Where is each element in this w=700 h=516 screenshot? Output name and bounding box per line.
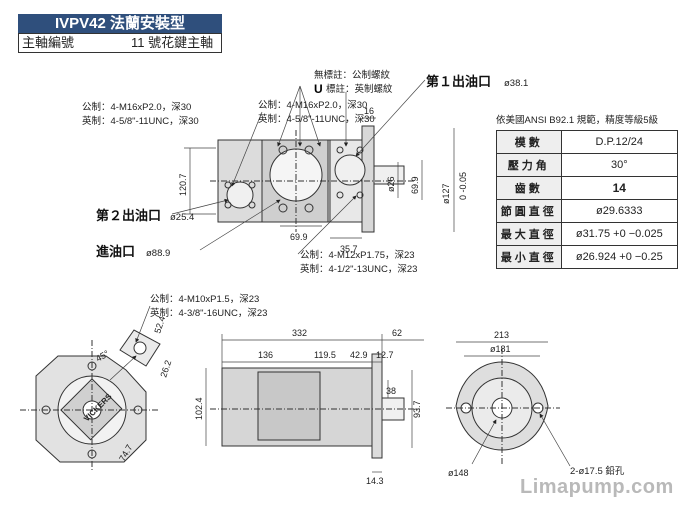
left-end-view xyxy=(20,329,161,470)
dim-69-9-b: 69.9 xyxy=(410,176,420,194)
side-view-dimlines xyxy=(205,334,424,473)
mount-flange xyxy=(361,125,375,233)
dim-148: ø148 xyxy=(448,468,469,478)
shaft-key: 主軸編號 xyxy=(22,35,75,50)
dim-35-7: 35.7 xyxy=(340,244,358,254)
outlet1-label: 第１出油口 xyxy=(426,74,491,89)
front-view-dimlines xyxy=(456,341,571,467)
note-mid-imperial: 英制：4-1/2"-13UNC，深23 xyxy=(300,263,417,275)
shaft-info-box: 主軸編號 11 號花鍵主軸 xyxy=(18,33,222,53)
dim-119-5: 119.5 xyxy=(314,350,336,360)
table-row: 模數 D.P.12/24 xyxy=(496,130,679,154)
dim-42-9: 42.9 xyxy=(350,350,368,360)
note-mid-metric: 公制：4-M12xP1.75，深23 xyxy=(300,249,415,261)
spec-value: D.P.12/24 xyxy=(560,130,679,154)
side-flange xyxy=(371,353,383,459)
spec-key: 齒數 xyxy=(496,176,562,200)
u-mark: U xyxy=(314,82,323,96)
page-title: IVPV42 法蘭安裝型 xyxy=(18,14,222,33)
dim-69-9-a: 69.9 xyxy=(290,232,308,242)
spec-key: 最大直徑 xyxy=(496,222,562,246)
table-row: 最小直徑 ø26.924 +0 −0.25 xyxy=(496,245,679,269)
dim-213: 213 xyxy=(494,330,509,340)
table-row: 齒數 14 xyxy=(496,176,679,200)
outlet2-port xyxy=(226,181,254,209)
dim-38: 38 xyxy=(386,386,396,396)
front-view xyxy=(446,348,560,466)
outlet1-dia: ø38.1 xyxy=(504,78,528,89)
spec-key: 壓力角 xyxy=(496,153,562,177)
spec-key: 最小直徑 xyxy=(496,245,562,269)
watermark: Limapump.com xyxy=(520,476,674,498)
dim-127: ø127 xyxy=(441,183,451,204)
shaft-value: 11 號花鍵主軸 xyxy=(131,35,214,50)
outlet2-label: 第２出油口 xyxy=(96,208,161,223)
top-view xyxy=(210,125,415,233)
dim-62: 62 xyxy=(392,328,402,338)
dim-332: 332 xyxy=(292,328,307,338)
dim-120-7: 120.7 xyxy=(178,173,188,196)
dim-102-4: 102.4 xyxy=(194,397,204,420)
spec-title: 依美國ANSI B92.1 規範，精度等級5級 xyxy=(496,115,659,126)
note-holes: 2-ø17.5 鉛孔 xyxy=(570,465,625,477)
note-left-metric: 公制：4-M10xP1.5，深23 xyxy=(150,293,259,305)
left-view-leaders xyxy=(109,305,151,381)
dim-127-tol: 0 -0.05 xyxy=(458,172,468,200)
spec-value: ø26.924 +0 −0.25 xyxy=(560,245,679,269)
table-row: 節圓直徑 ø29.6333 xyxy=(496,199,679,223)
note-top-imperial-left: 英制：4-5/8"-11UNC，深30 xyxy=(82,115,199,127)
dim-12-7: 12.7 xyxy=(376,350,394,360)
note-unmarked: 無標註：公制螺紋 xyxy=(314,69,391,81)
dim-136: 136 xyxy=(258,350,273,360)
side-inlet xyxy=(257,371,321,441)
spline-spec-table: 模數 D.P.12/24 壓力角 30° 齒數 14 節圓直徑 ø29.6333… xyxy=(496,130,679,269)
dim-93-7: 93.7 xyxy=(412,400,422,418)
shaft-top xyxy=(373,165,405,185)
dim-16: 16 xyxy=(364,106,374,116)
note-top-imperial: 英制：4-5/8"-11UNC，深30 xyxy=(258,113,375,125)
spec-value: ø31.75 +0 −0.025 xyxy=(560,222,679,246)
dim-26: ø26 xyxy=(386,176,396,192)
spec-key: 節圓直徑 xyxy=(496,199,562,223)
note-top-metric: 公制：4-M16xP2.0，深30 xyxy=(258,99,367,111)
inlet-label: 進油口 xyxy=(96,244,135,259)
spec-key: 模數 xyxy=(496,130,562,154)
outlet1-port xyxy=(334,154,366,186)
dim-14-3: 14.3 xyxy=(366,476,384,486)
spec-value: ø29.6333 xyxy=(560,199,679,223)
side-shaft xyxy=(381,397,405,421)
table-row: 最大直徑 ø31.75 +0 −0.025 xyxy=(496,222,679,246)
note-u-text: 標註：英制螺紋 xyxy=(326,83,393,95)
top-view-leaders xyxy=(171,79,455,255)
dim-181: ø181 xyxy=(490,344,511,354)
outlet2-dia: ø25.4 xyxy=(170,212,194,223)
spec-value: 14 xyxy=(560,176,679,200)
inlet-dia: ø88.9 xyxy=(146,248,170,259)
note-top-metric-left: 公制：4-M16xP2.0，深30 xyxy=(82,101,191,113)
table-row: 壓力角 30° xyxy=(496,153,679,177)
spec-value: 30° xyxy=(560,153,679,177)
side-view xyxy=(210,353,420,459)
note-left-imperial: 英制：4-3/8"-16UNC，深23 xyxy=(150,307,267,319)
dim-26-2: 26.2 xyxy=(158,359,173,379)
